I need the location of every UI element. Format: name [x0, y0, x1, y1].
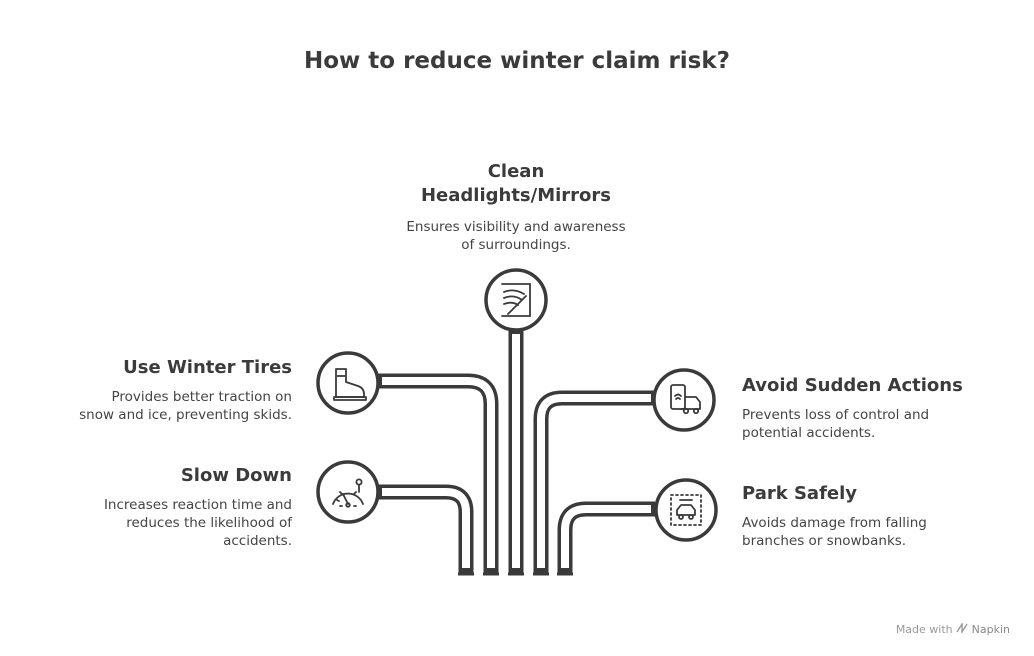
item-clean-desc: Ensures visibility and awareness of surr… — [406, 219, 626, 253]
item-avoid-heading: Avoid Sudden Actions — [742, 375, 963, 396]
page-title: How to reduce winter claim risk? — [303, 48, 731, 74]
road-slow — [378, 484, 474, 574]
item-tires: Use Winter Tires Provides better tractio… — [40, 356, 292, 424]
item-clean: Clean Headlights/Mirrors Ensures visibil… — [366, 160, 666, 254]
node-clean — [484, 268, 548, 332]
item-tires-desc: Provides better traction on snow and ice… — [79, 389, 292, 423]
item-park-heading: Park Safely — [742, 483, 858, 504]
item-avoid-desc: Prevents loss of control and potential a… — [742, 407, 930, 441]
footer-credit: Made with Napkin — [895, 621, 1010, 637]
node-park — [654, 478, 718, 542]
road-park — [557, 501, 655, 574]
item-tires-heading: Use Winter Tires — [123, 357, 292, 378]
windshield-wiper-icon — [501, 283, 531, 317]
item-park-desc: Avoids damage from falling branches or s… — [742, 515, 927, 549]
speedometer-icon — [332, 478, 364, 508]
parking-car-icon — [670, 494, 702, 526]
item-avoid: Avoid Sudden Actions Prevents loss of co… — [742, 374, 1012, 442]
boot-icon — [333, 368, 367, 401]
napkin-logo-icon — [956, 621, 968, 636]
item-slow: Slow Down Increases reaction time and re… — [40, 464, 292, 550]
item-slow-heading: Slow Down — [180, 465, 292, 486]
item-slow-desc: Increases reaction time and reduces the … — [103, 497, 292, 549]
item-clean-heading: Clean Headlights/Mirrors — [420, 161, 612, 206]
node-avoid — [652, 368, 716, 432]
node-slow — [316, 460, 380, 524]
footer-brand: Napkin — [971, 622, 1010, 636]
footer-made-with: Made with — [895, 622, 953, 636]
item-park: Park Safely Avoids damage from falling b… — [742, 482, 1012, 550]
road-tires — [378, 373, 499, 574]
phone-car-icon — [670, 384, 701, 415]
